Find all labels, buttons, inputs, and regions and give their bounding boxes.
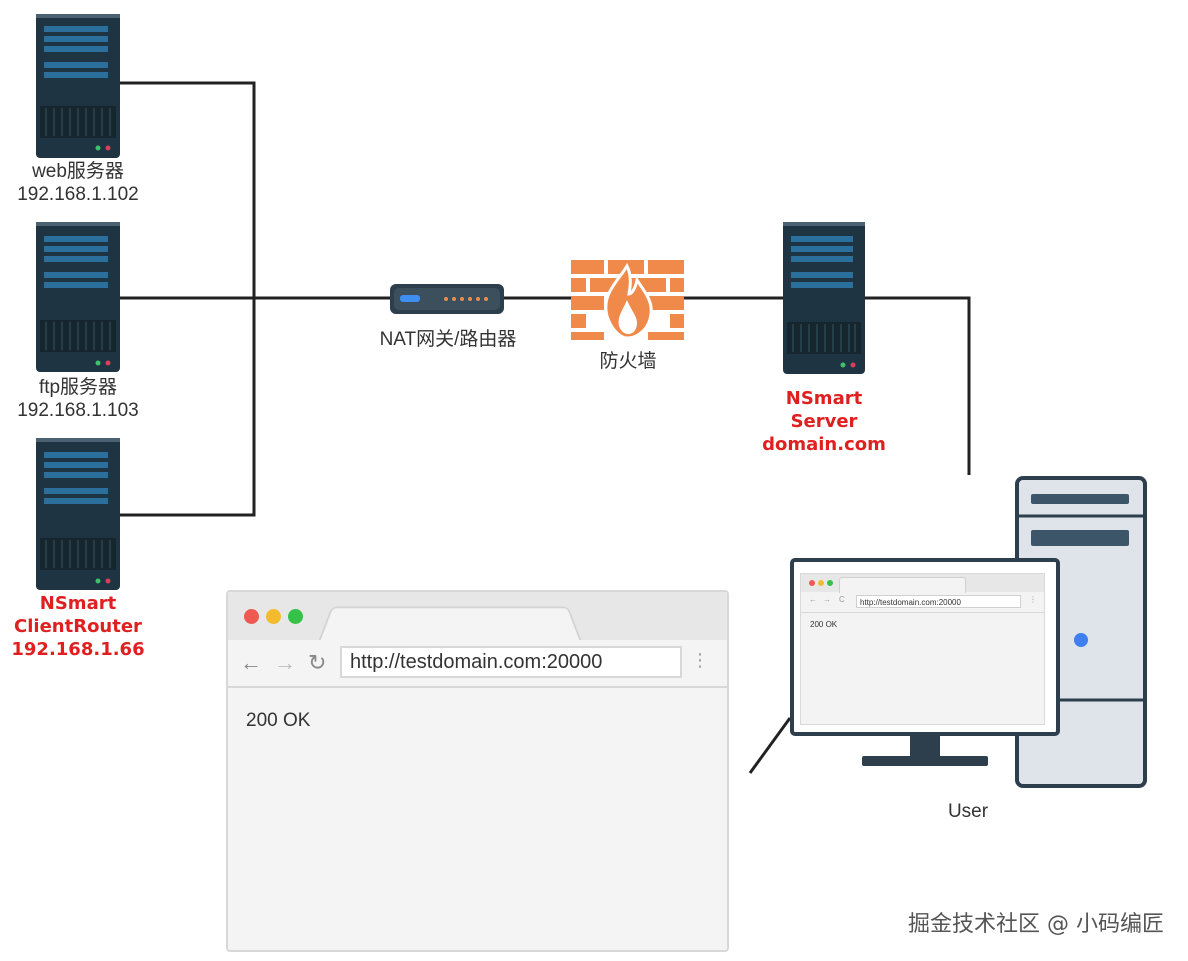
window-maximize-dot[interactable]	[288, 609, 303, 624]
window-minimize-dot[interactable]	[266, 609, 281, 624]
ftp-server-name: ftp服务器	[38, 377, 118, 398]
nsmart-server-label: NSmart Server domain.com	[744, 387, 904, 456]
web-server-name: web服务器	[32, 161, 124, 182]
web-server-ip: 192.168.1.102	[17, 184, 139, 205]
nsmart-server-line1: NSmart	[785, 388, 863, 409]
ftp-server-icon	[36, 222, 120, 372]
browser-window: ← → ↻ http://testdomain.com:20000 ⋮ 200 …	[226, 590, 729, 952]
client-router-line2: ClientRouter	[14, 616, 142, 637]
mini-forward-icon: →	[823, 595, 831, 604]
router-icon	[390, 284, 504, 314]
mini-menu-icon: ⋮	[1029, 595, 1037, 604]
browser-menu-icon[interactable]: ⋮	[691, 650, 709, 670]
mini-maximize-dot	[827, 580, 833, 586]
watermark: 掘金技术社区 @ 小码编匠	[908, 912, 1164, 937]
client-router-server-icon	[36, 438, 120, 590]
mini-tab-bar	[801, 574, 1044, 593]
back-icon[interactable]: ←	[240, 650, 262, 675]
mini-browser-window: ← → C http://testdomain.com:20000 ⋮ 200 …	[800, 573, 1045, 725]
ftp-server-label: ftp服务器 192.168.1.103	[0, 376, 156, 422]
nsmart-server-icon	[783, 222, 865, 374]
browser-tab-bar	[228, 592, 727, 642]
browser-toolbar: ← → ↻ http://testdomain.com:20000 ⋮	[228, 640, 727, 688]
mini-close-dot	[809, 580, 815, 586]
mini-page-content: 200 OK	[810, 620, 838, 629]
mini-tab	[839, 577, 966, 593]
mini-reload-icon: C	[839, 595, 845, 604]
client-router-label: NSmart ClientRouter 192.168.1.66	[0, 592, 156, 661]
browser-tab[interactable]	[318, 606, 582, 642]
nat-gateway-label: NAT网关/路由器	[379, 329, 517, 350]
web-server-icon	[36, 14, 120, 158]
mini-back-icon: ←	[809, 595, 817, 604]
client-router-line1: NSmart	[39, 593, 117, 614]
ftp-server-ip: 192.168.1.103	[17, 400, 139, 421]
nsmart-server-line2: Server	[790, 411, 858, 432]
user-label: User	[947, 801, 989, 822]
page-content: 200 OK	[246, 710, 311, 731]
mini-url-bar: http://testdomain.com:20000	[856, 595, 1021, 608]
mini-toolbar: ← → C http://testdomain.com:20000 ⋮	[801, 592, 1044, 613]
firewall-icon	[571, 260, 684, 340]
mini-minimize-dot	[818, 580, 824, 586]
nsmart-server-domain: domain.com	[762, 434, 886, 455]
forward-icon[interactable]: →	[274, 650, 296, 675]
web-server-label: web服务器 192.168.1.102	[0, 160, 156, 206]
client-router-ip: 192.168.1.66	[11, 639, 145, 660]
window-close-dot[interactable]	[244, 609, 259, 624]
reload-icon[interactable]: ↻	[308, 650, 327, 675]
url-bar[interactable]: http://testdomain.com:20000	[340, 646, 682, 678]
firewall-label: 防火墙	[599, 351, 657, 372]
